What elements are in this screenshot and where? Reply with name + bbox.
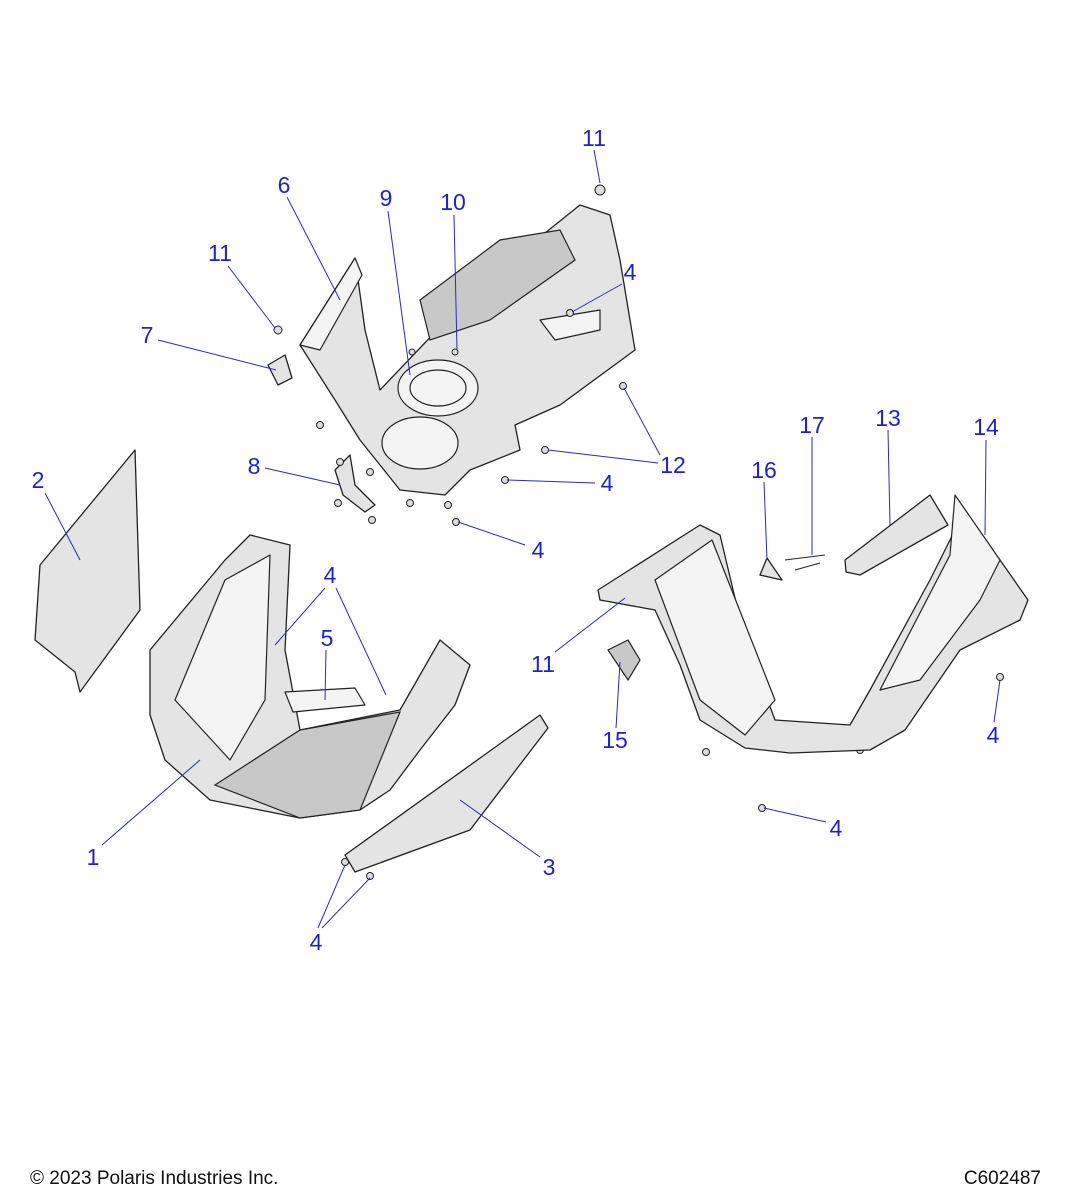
- part-17-rivets: [784, 554, 826, 571]
- callout-11: 11: [582, 125, 606, 151]
- part-15-block: [607, 639, 641, 682]
- callout-2: 2: [32, 467, 45, 493]
- callout-6: 6: [278, 172, 291, 198]
- callout-4: 4: [601, 470, 614, 496]
- callout-14: 14: [973, 414, 999, 440]
- part-8-bracket: [334, 454, 376, 513]
- part-7-clip: [267, 354, 293, 386]
- callout-3: 3: [543, 854, 556, 880]
- part-2-panel: [34, 449, 141, 693]
- callout-4: 4: [310, 929, 323, 955]
- upper-skid-plate: [299, 184, 636, 496]
- callout-12: 12: [660, 452, 686, 478]
- part-13-panel: [844, 494, 949, 576]
- callout-15: 15: [602, 727, 628, 753]
- leader-lines: [44, 149, 1001, 929]
- callout-16: 16: [751, 457, 777, 483]
- figure-id: C602487: [963, 1168, 1041, 1189]
- callout-4: 4: [624, 259, 637, 285]
- callout-17: 17: [799, 412, 825, 438]
- callout-13: 13: [875, 405, 901, 431]
- part-11-fastener: [273, 325, 283, 335]
- callouts: 11 6 9 10 11 4 7 12 4 8 4 2 17 13 14 16 …: [32, 125, 1000, 955]
- callout-10: 10: [440, 189, 466, 215]
- callout-11: 11: [208, 240, 232, 266]
- copyright-text: © 2023 Polaris Industries Inc.: [30, 1168, 279, 1189]
- callout-7: 7: [141, 322, 154, 348]
- callout-11: 11: [531, 651, 555, 677]
- callout-9: 9: [380, 185, 393, 211]
- rear-skid-assembly: [597, 494, 1029, 754]
- part-1-front-skid: [149, 534, 471, 819]
- callout-4: 4: [532, 537, 545, 563]
- callout-4: 4: [830, 815, 843, 841]
- callout-1: 1: [87, 844, 100, 870]
- part-3-panel: [344, 714, 549, 873]
- callout-4: 4: [987, 722, 1000, 748]
- callout-4: 4: [324, 562, 337, 588]
- fasteners: [316, 309, 1004, 880]
- callout-8: 8: [248, 453, 261, 479]
- callout-5: 5: [321, 625, 334, 651]
- part-16-clip: [759, 557, 783, 581]
